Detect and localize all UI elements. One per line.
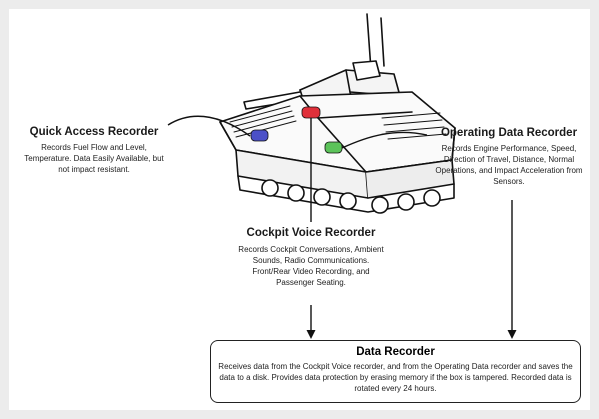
antenna-left bbox=[366, 13, 372, 71]
quick-access-recorder-label: Quick Access Recorder Records Fuel Flow … bbox=[18, 125, 170, 175]
data-recorder-box: Data Recorder Receives data from the Coc… bbox=[210, 340, 581, 403]
antenna-right bbox=[380, 17, 385, 67]
quick-access-description: Records Fuel Flow and Level, Temperature… bbox=[24, 143, 164, 174]
cockpit-voice-description: Records Cockpit Conversations, Ambient S… bbox=[238, 245, 384, 287]
operating-data-marker bbox=[324, 141, 343, 154]
cockpit-voice-title: Cockpit Voice Recorder bbox=[246, 227, 376, 239]
cockpit-voice-recorder-label: Cockpit Voice Recorder Records Cockpit C… bbox=[236, 226, 386, 288]
data-recorder-description: Receives data from the Cockpit Voice rec… bbox=[218, 362, 573, 393]
operating-data-recorder-label: Operating Data Recorder Records Engine P… bbox=[429, 126, 589, 187]
operating-data-title: Operating Data Recorder bbox=[440, 127, 578, 139]
arrowhead-cockpit bbox=[306, 330, 316, 339]
quick-access-marker bbox=[250, 129, 269, 142]
arrowhead-operating bbox=[507, 330, 517, 339]
quick-access-connector bbox=[167, 115, 251, 137]
operating-data-description: Records Engine Performance, Speed, Direc… bbox=[435, 144, 583, 186]
road-wheels bbox=[261, 179, 441, 214]
data-recorder-title: Data Recorder bbox=[356, 346, 435, 358]
quick-access-title: Quick Access Recorder bbox=[29, 126, 159, 138]
cockpit-voice-marker bbox=[301, 106, 321, 119]
connector-lines bbox=[167, 115, 513, 332]
operating-data-connector bbox=[341, 131, 428, 149]
